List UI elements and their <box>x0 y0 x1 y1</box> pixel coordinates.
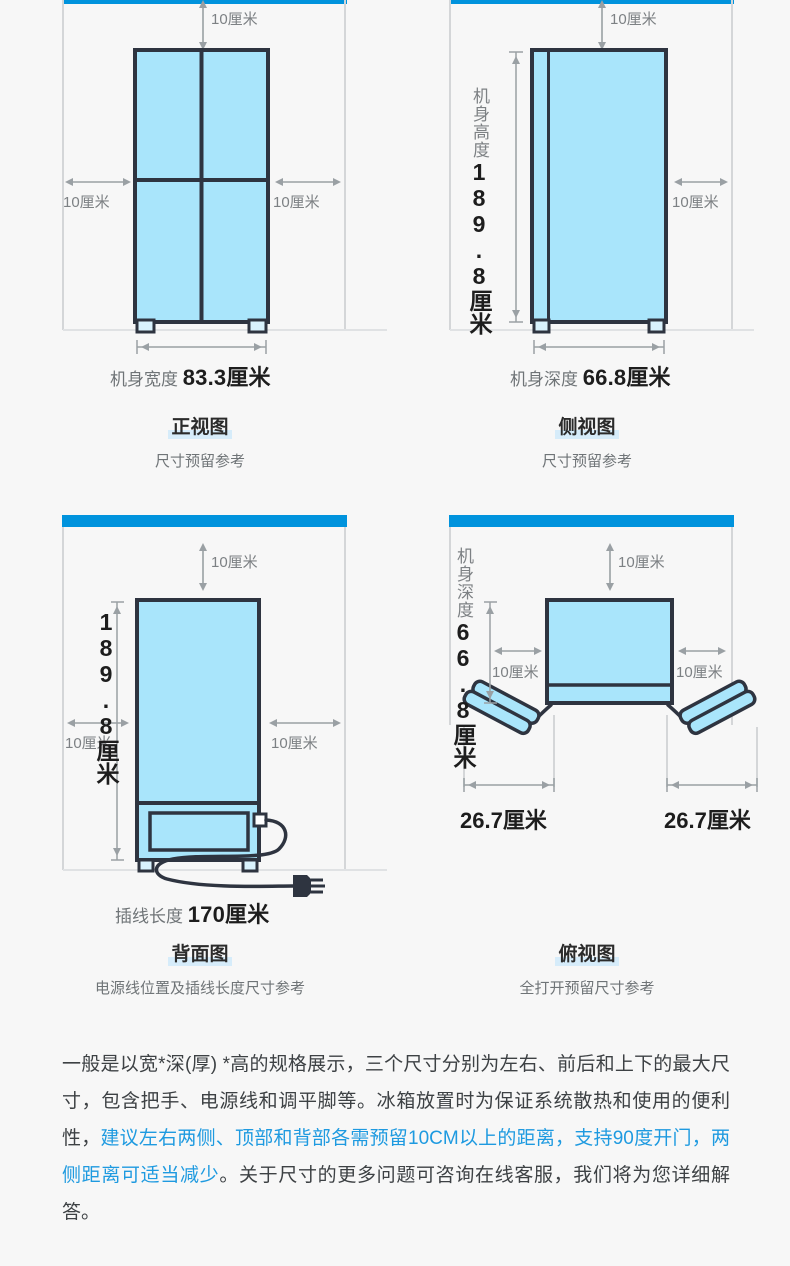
back-view-title: 背面图 <box>168 944 232 966</box>
caption-top-view: 俯视图 全打开预留尺寸参考 <box>442 944 732 998</box>
back-view-drawing <box>62 527 387 897</box>
front-width-label: 机身宽度 <box>110 370 178 389</box>
side-height-label: 机身高度 <box>470 87 489 159</box>
side-clearance-top-label: 10厘米 <box>610 11 657 28</box>
top-depth-dimension: 机身深度66.8厘米 <box>446 547 480 769</box>
panel-accent-bar <box>449 0 734 4</box>
front-clearance-top-label: 10厘米 <box>211 11 258 28</box>
top-door-right-value: 26.7厘米 <box>664 808 751 833</box>
top-clearance-left-label: 10厘米 <box>492 664 539 681</box>
note-part-1: 一般是以宽*深(厚) *高的规格展示，三个尺寸分别为左右、前后和上下的最大尺寸，… <box>62 1054 730 1150</box>
back-cord-label: 插线长度 <box>115 907 183 926</box>
top-depth-label: 机身深度 <box>454 547 473 619</box>
side-view-subtitle: 尺寸预留参考 <box>541 452 632 470</box>
panel-accent-bar <box>62 0 347 4</box>
top-door-left-value: 26.7厘米 <box>460 808 547 833</box>
top-clearance-top-label: 10厘米 <box>618 554 665 571</box>
front-view-subtitle: 尺寸预留参考 <box>154 452 245 470</box>
front-width-dimension: 机身宽度 83.3厘米 <box>110 360 271 392</box>
top-view-drawing <box>449 527 758 792</box>
front-view-title: 正视图 <box>168 417 232 439</box>
panel-side-view: 10厘米 10厘米 机身高度189.8厘米 机身深度 66.8厘米 <box>432 0 772 392</box>
panel-accent-bar <box>449 515 734 527</box>
caption-back-view: 背面图 电源线位置及插线长度尺寸参考 <box>55 944 345 998</box>
top-clearance-right-label: 10厘米 <box>676 664 723 681</box>
panel-top-view: 10厘米 10厘米 10厘米 机身深度66.8厘米 26.7厘米 26.7厘米 <box>432 515 772 935</box>
back-cord-value: 170厘米 <box>187 902 270 927</box>
back-clearance-left-label: 10厘米 <box>65 735 112 752</box>
back-cord-dimension: 插线长度 170厘米 <box>115 897 269 929</box>
front-clearance-left-label: 10厘米 <box>63 194 110 211</box>
top-view-subtitle: 全打开预留尺寸参考 <box>519 979 655 997</box>
back-view-subtitle: 电源线位置及插线长度尺寸参考 <box>94 979 305 997</box>
side-depth-dimension: 机身深度 66.8厘米 <box>510 360 671 392</box>
side-clearance-right-label: 10厘米 <box>672 194 719 211</box>
note-highlight: 建议左右两侧、顶部和背部各需预留10CM以上的距离，支持90度开门，两侧距离可适… <box>62 1128 730 1187</box>
caption-front-view: 正视图 尺寸预留参考 <box>55 417 345 471</box>
side-view-drawing <box>449 0 754 354</box>
back-clearance-top-label: 10厘米 <box>211 554 258 571</box>
side-height-value: 189.8厘米 <box>466 159 492 335</box>
back-height-dimension: 189.8厘米 <box>89 609 123 785</box>
top-view-title: 俯视图 <box>555 944 619 966</box>
panel-accent-bar <box>62 515 347 527</box>
side-depth-label: 机身深度 <box>510 370 578 389</box>
back-clearance-right-label: 10厘米 <box>271 735 318 752</box>
back-height-value: 189.8厘米 <box>93 609 119 785</box>
side-depth-value: 66.8厘米 <box>582 365 671 390</box>
panel-front-view: 10厘米 10厘米 10厘米 机身宽度 83.3厘米 <box>55 0 395 392</box>
side-height-dimension: 机身高度189.8厘米 <box>462 87 496 335</box>
panel-back-view: 10厘米 10厘米 10厘米 189.8厘米 插线长度 170厘米 <box>55 515 395 935</box>
top-depth-value: 66.8厘米 <box>450 619 476 769</box>
front-width-value: 83.3厘米 <box>182 365 271 390</box>
caption-side-view: 侧视图 尺寸预留参考 <box>442 417 732 471</box>
side-view-title: 侧视图 <box>555 417 619 439</box>
note-part-2: 。关于尺寸的更多问题可咨询在线客服，我们将为您详细解答。 <box>62 1165 730 1224</box>
front-clearance-right-label: 10厘米 <box>273 194 320 211</box>
dimension-note-paragraph: 一般是以宽*深(厚) *高的规格展示，三个尺寸分别为左右、前后和上下的最大尺寸，… <box>62 1046 730 1231</box>
front-view-drawing <box>62 0 387 354</box>
